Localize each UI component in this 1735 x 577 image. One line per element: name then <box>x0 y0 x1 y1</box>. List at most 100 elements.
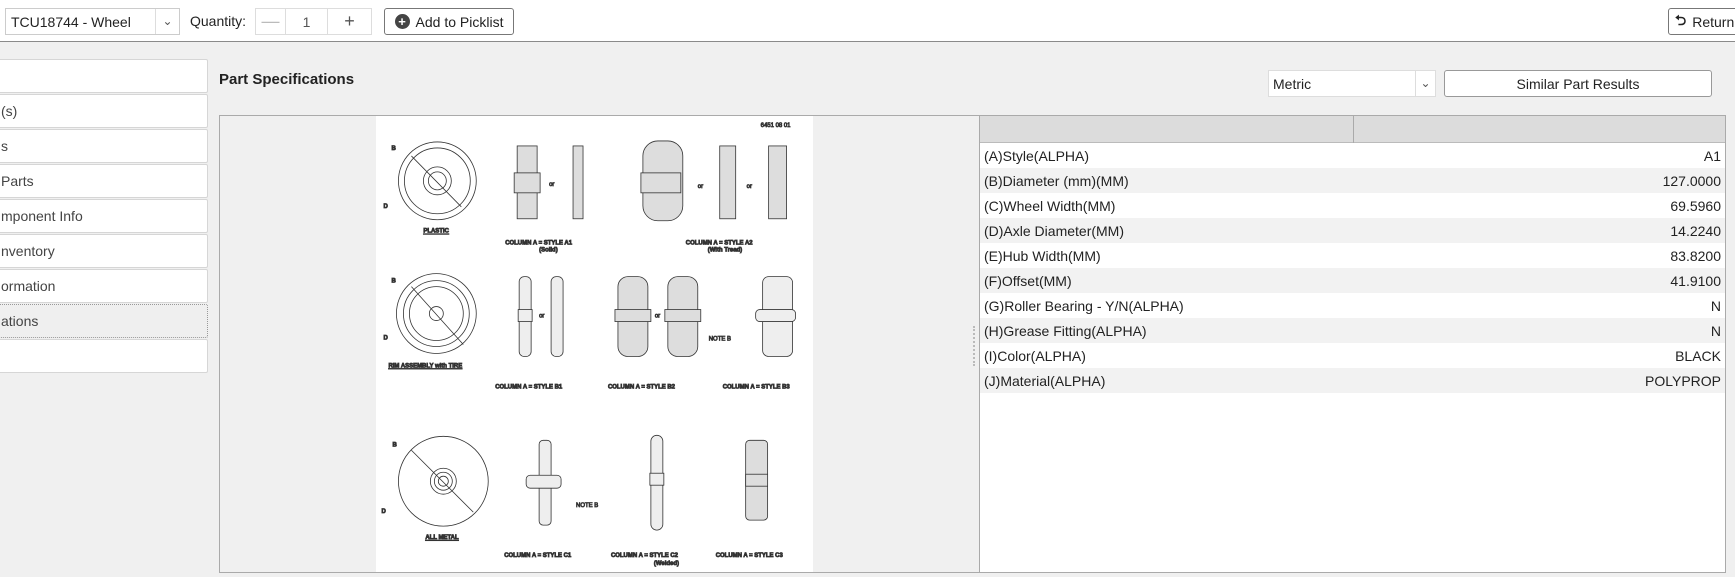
spec-label: (I)Color(ALPHA) <box>984 347 1086 364</box>
svg-text:B: B <box>391 279 396 285</box>
plus-circle-icon: + <box>394 14 410 29</box>
unit-select[interactable]: Metric ⌄ <box>1268 70 1436 97</box>
return-label: Return <box>1692 13 1735 30</box>
return-button[interactable]: ⮌ Return <box>1668 8 1735 35</box>
quantity-label: Quantity: <box>190 13 247 29</box>
part-select[interactable]: TCU18744 - Wheel ⌄ <box>5 8 180 35</box>
sidebar-item[interactable]: s <box>0 129 208 163</box>
table-header <box>980 116 1725 143</box>
svg-text:(Welded): (Welded) <box>654 561 679 567</box>
sidebar-item[interactable]: mponent Info <box>0 199 208 233</box>
svg-text:RIM ASSEMBLY with TIRE: RIM ASSEMBLY with TIRE <box>388 363 462 369</box>
spec-label: (H)Grease Fitting(ALPHA) <box>984 322 1147 339</box>
spec-label: (C)Wheel Width(MM) <box>984 197 1116 214</box>
svg-text:or: or <box>655 314 660 320</box>
spec-value: 83.8200 <box>1670 247 1721 264</box>
decrement-button[interactable]: — <box>261 11 280 31</box>
svg-text:COLUMN A = STYLE C1: COLUMN A = STYLE C1 <box>504 553 572 559</box>
spec-table: (A)Style(ALPHA) A1 (B)Diameter (mm)(MM)127… <box>979 116 1725 572</box>
part-select-value: TCU18744 - Wheel <box>11 14 131 30</box>
svg-text:ALL METAL: ALL METAL <box>425 535 459 541</box>
sidebar-item[interactable] <box>0 339 208 373</box>
profile-c2-icon <box>649 434 665 531</box>
sidebar-item[interactable]: (s) <box>0 94 208 128</box>
table-row: (B)Diameter (mm)(MM)127.0000 <box>980 168 1725 193</box>
add-to-picklist-button[interactable]: + Add to Picklist <box>384 8 514 35</box>
sidebar: (s) s Parts mponent Info nventory ormati… <box>0 59 208 374</box>
spec-value: 127.0000 <box>1662 172 1721 189</box>
sidebar-item-specifications[interactable]: ations <box>0 304 208 338</box>
metal-wheel-icon <box>398 435 489 527</box>
svg-text:COLUMN A = STYLE B3: COLUMN A = STYLE B3 <box>723 384 791 390</box>
spec-value: POLYPROP <box>1645 372 1721 389</box>
quantity-input[interactable]: 1 <box>285 9 328 34</box>
spec-value: N <box>1710 297 1721 314</box>
profile-b1-icon <box>517 276 564 357</box>
table-row: (H)Grease Fitting(ALPHA)N <box>980 318 1725 343</box>
svg-text:COLUMN A = STYLE B1: COLUMN A = STYLE B1 <box>495 384 563 390</box>
add-to-picklist-label: Add to Picklist <box>415 13 504 30</box>
similar-part-results-button[interactable]: Similar Part Results <box>1444 70 1712 97</box>
spec-label: (E)Hub Width(MM) <box>984 247 1101 264</box>
table-row: (A)Style(ALPHA) A1 <box>980 143 1725 168</box>
table-row: (I)Color(ALPHA) BLACK <box>980 343 1725 368</box>
chevron-down-icon[interactable]: ⌄ <box>1415 71 1435 96</box>
svg-text:NOTE B: NOTE B <box>709 337 731 343</box>
spec-label: (F)Offset(MM) <box>984 272 1072 289</box>
unit-select-value: Metric <box>1273 76 1312 92</box>
splitter-handle[interactable] <box>973 326 977 366</box>
svg-text:or: or <box>549 182 554 188</box>
spec-value: A1 <box>1703 147 1721 164</box>
svg-text:COLUMN A = STYLE A1: COLUMN A = STYLE A1 <box>505 241 573 247</box>
table-row: (D)Axle Diameter(MM) 14.2240 <box>980 218 1725 243</box>
table-row: (J)Material(ALPHA) POLYPROP <box>980 368 1725 393</box>
increment-button[interactable]: + <box>344 11 355 31</box>
table-row: (F)Offset(MM) 41.9100 <box>980 268 1725 293</box>
svg-text:COLUMN A = STYLE B2: COLUMN A = STYLE B2 <box>608 384 676 390</box>
spec-label: (D)Axle Diameter(MM) <box>984 222 1124 239</box>
svg-text:NOTE B: NOTE B <box>576 503 598 509</box>
rim-wheel-icon <box>396 273 477 354</box>
svg-text:COLUMN A = STYLE C3: COLUMN A = STYLE C3 <box>716 553 784 559</box>
spec-label: (G)Roller Bearing - Y/N(ALPHA) <box>984 297 1184 314</box>
spec-label: (J)Material(ALPHA) <box>984 372 1106 389</box>
svg-text:or: or <box>539 314 544 320</box>
spec-value: BLACK <box>1675 347 1721 364</box>
profile-c1-icon <box>525 439 562 526</box>
sidebar-item[interactable]: ormation <box>0 269 208 303</box>
svg-text:or: or <box>747 184 752 190</box>
svg-text:COLUMN A = STYLE C2: COLUMN A = STYLE C2 <box>611 553 679 559</box>
sidebar-item[interactable]: nventory <box>0 234 208 268</box>
return-icon: ⮌ <box>1675 11 1687 28</box>
table-row: (E)Hub Width(MM) 83.8200 <box>980 243 1725 268</box>
table-row: (G)Roller Bearing - Y/N(ALPHA) N <box>980 293 1725 318</box>
svg-text:PLASTIC: PLASTIC <box>423 229 449 235</box>
quantity-stepper[interactable]: — 1 + <box>255 8 372 35</box>
svg-text:or: or <box>698 184 703 190</box>
spec-value: 69.5960 <box>1670 197 1721 214</box>
svg-text:D: D <box>383 204 388 210</box>
svg-text:B: B <box>391 146 396 152</box>
svg-text:D: D <box>381 509 386 515</box>
sidebar-item[interactable]: Parts <box>0 164 208 198</box>
profile-b3-icon <box>755 276 796 357</box>
svg-text:COLUMN A = STYLE A2: COLUMN A = STYLE A2 <box>686 241 754 247</box>
svg-text:D: D <box>383 336 388 342</box>
page-title: Part Specifications <box>219 71 355 88</box>
profile-c3-icon <box>745 439 769 521</box>
sidebar-item[interactable] <box>0 59 208 93</box>
profile-a2-icon <box>640 140 787 222</box>
svg-text:B: B <box>392 442 397 448</box>
profile-a1-icon <box>513 145 584 220</box>
spec-value: 41.9100 <box>1670 272 1721 289</box>
svg-text:(With Tread): (With Tread) <box>708 248 742 254</box>
spec-value: 14.2240 <box>1670 222 1721 239</box>
plastic-wheel-icon <box>398 141 477 221</box>
profile-b2-icon <box>614 276 702 357</box>
toolbar: TCU18744 - Wheel ⌄ Quantity: — 1 + + Add… <box>0 0 1735 42</box>
chevron-down-icon[interactable]: ⌄ <box>155 9 179 34</box>
spec-label: (A)Style(ALPHA) <box>984 147 1090 164</box>
